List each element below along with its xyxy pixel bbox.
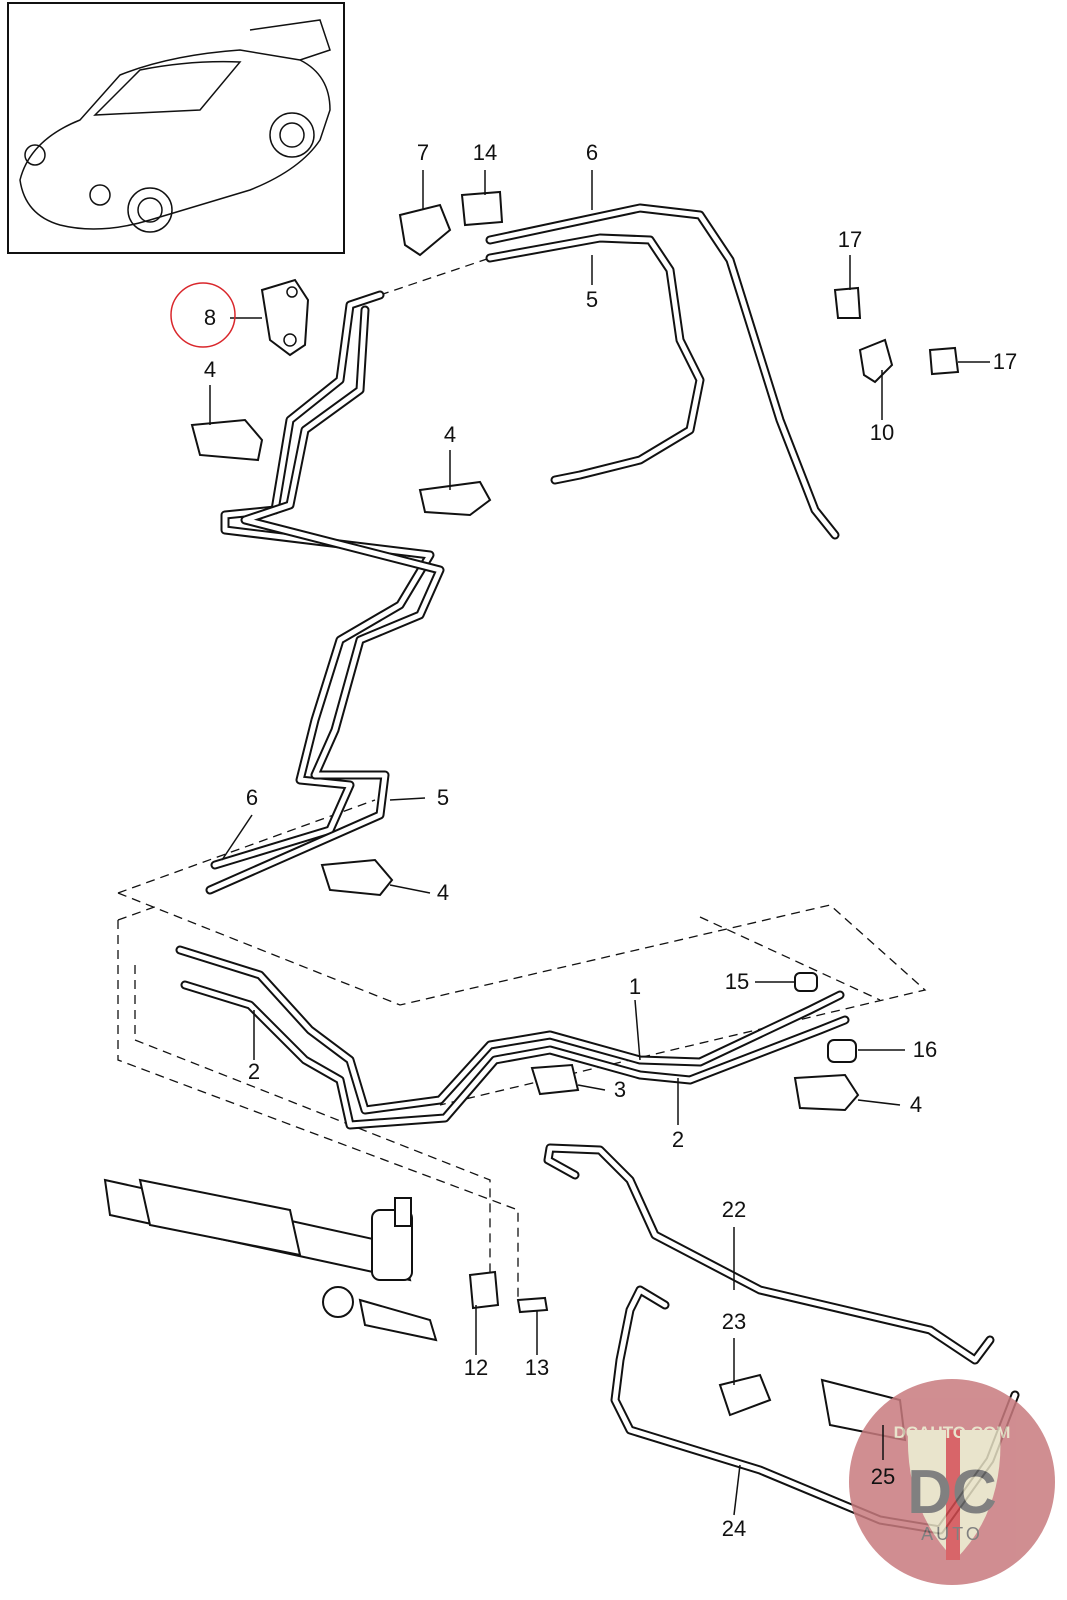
callout-22: 22	[722, 1197, 746, 1222]
part-10-holder	[858, 338, 894, 384]
callout-7: 7	[417, 140, 429, 165]
part-4-clamp	[190, 418, 264, 462]
svg-text:DCAUTO.COM: DCAUTO.COM	[894, 1423, 1011, 1442]
callout-13: 13	[525, 1355, 549, 1380]
part-4-clamp	[320, 858, 394, 897]
callout-4: 4	[444, 422, 456, 447]
callout-2: 2	[248, 1059, 260, 1084]
part-17-grommet	[833, 286, 862, 319]
callout-3: 3	[614, 1077, 626, 1102]
leader-line	[857, 1099, 901, 1106]
callout-4: 4	[437, 880, 449, 905]
pipe-line	[487, 205, 838, 538]
callout-6: 6	[586, 140, 598, 165]
pipe-line	[487, 235, 703, 483]
callout-25: 25	[871, 1464, 895, 1489]
highlight-circle	[170, 282, 236, 348]
callout-12: 12	[464, 1355, 488, 1380]
callout-5: 5	[586, 287, 598, 312]
part-17-grommet	[928, 346, 960, 376]
part-23-clip	[718, 1373, 772, 1417]
leader-line	[389, 797, 426, 801]
callout-8: 8	[204, 305, 216, 330]
part-14-grommet	[460, 190, 504, 227]
part-8-plate	[260, 278, 310, 357]
part-16-plug	[827, 1039, 857, 1063]
callout-4: 4	[204, 357, 216, 382]
part-4-clamp	[418, 480, 492, 517]
pipe-line	[182, 982, 848, 1128]
callout-14: 14	[473, 140, 497, 165]
svg-text:DC: DC	[907, 1458, 997, 1527]
leader-line	[733, 1464, 741, 1516]
callout-17: 17	[838, 227, 862, 252]
part-15-plug	[794, 972, 818, 992]
callout-16: 16	[913, 1037, 937, 1062]
callout-23: 23	[722, 1309, 746, 1334]
callout-4: 4	[910, 1092, 922, 1117]
assembly-outlines	[117, 257, 927, 1300]
callout-15: 15	[725, 969, 749, 994]
callout-6: 6	[246, 785, 258, 810]
part-4-clamp	[793, 1073, 860, 1112]
leader-line	[577, 1084, 606, 1091]
callout-1: 1	[629, 974, 641, 999]
callout-5: 5	[437, 785, 449, 810]
pipe-line	[207, 307, 443, 893]
callout-17: 17	[993, 349, 1017, 374]
dcauto-watermark-logo: DCAUTO.COM DC AUTO	[849, 1379, 1055, 1585]
parts	[190, 190, 960, 1442]
part-3-clamp	[530, 1063, 580, 1096]
part-13-bolt	[516, 1296, 549, 1314]
pipe-line	[545, 1145, 993, 1363]
vehicle-thumbnail	[7, 2, 345, 254]
leader-line	[634, 999, 641, 1061]
callout-10: 10	[870, 420, 894, 445]
callout-24: 24	[722, 1516, 746, 1541]
callout-2: 2	[672, 1127, 684, 1152]
pipes	[175, 203, 1020, 1535]
svg-text:AUTO: AUTO	[921, 1524, 983, 1544]
steering-rack	[103, 1178, 438, 1342]
pipe-line	[212, 292, 433, 868]
pipe-line	[177, 947, 843, 1113]
part-7-bracket	[398, 203, 452, 257]
leader-line	[389, 884, 431, 894]
leader-line	[221, 814, 253, 861]
part-12-clip	[468, 1270, 500, 1310]
